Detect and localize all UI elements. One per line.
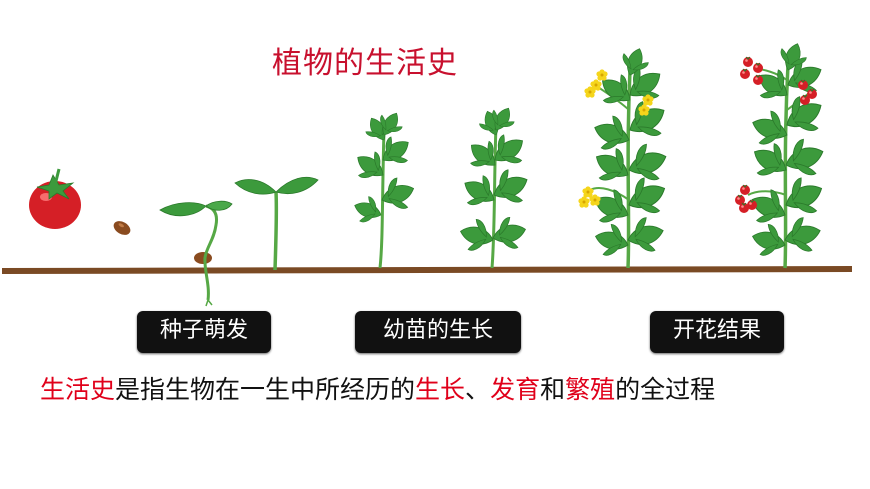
separator: 、	[465, 375, 491, 404]
tomato-fruit-icon	[29, 168, 81, 229]
keyword-reproduction: 繁殖	[565, 375, 616, 404]
fruiting-plant-icon	[734, 38, 831, 269]
definition-part-2: 的全过程	[615, 375, 716, 404]
seedling-icon	[234, 176, 319, 271]
young-plant-icon	[349, 106, 420, 269]
conjunction: 和	[540, 375, 566, 404]
definition-text: 生活史是指生物在一生中所经历的生长、发育和繁殖的全过程	[40, 370, 715, 406]
keyword-growth: 生长	[415, 375, 466, 404]
definition-part-1: 是指生物在一生中所经历的	[115, 375, 416, 404]
flowering-plant-icon	[578, 43, 674, 269]
stage-label-flowering-fruiting: 开花结果	[650, 311, 784, 353]
sprout-icon	[159, 200, 233, 307]
term-life-history: 生活史	[40, 375, 116, 404]
soil-line	[2, 266, 852, 274]
young-plant-icon	[456, 101, 535, 269]
seed-icon	[113, 221, 131, 235]
keyword-development: 发育	[490, 375, 541, 404]
page-title: 植物的生活史	[272, 46, 458, 81]
stage-label-germination: 种子萌发	[137, 311, 271, 353]
stage-label-seedling-growth: 幼苗的生长	[355, 311, 521, 353]
